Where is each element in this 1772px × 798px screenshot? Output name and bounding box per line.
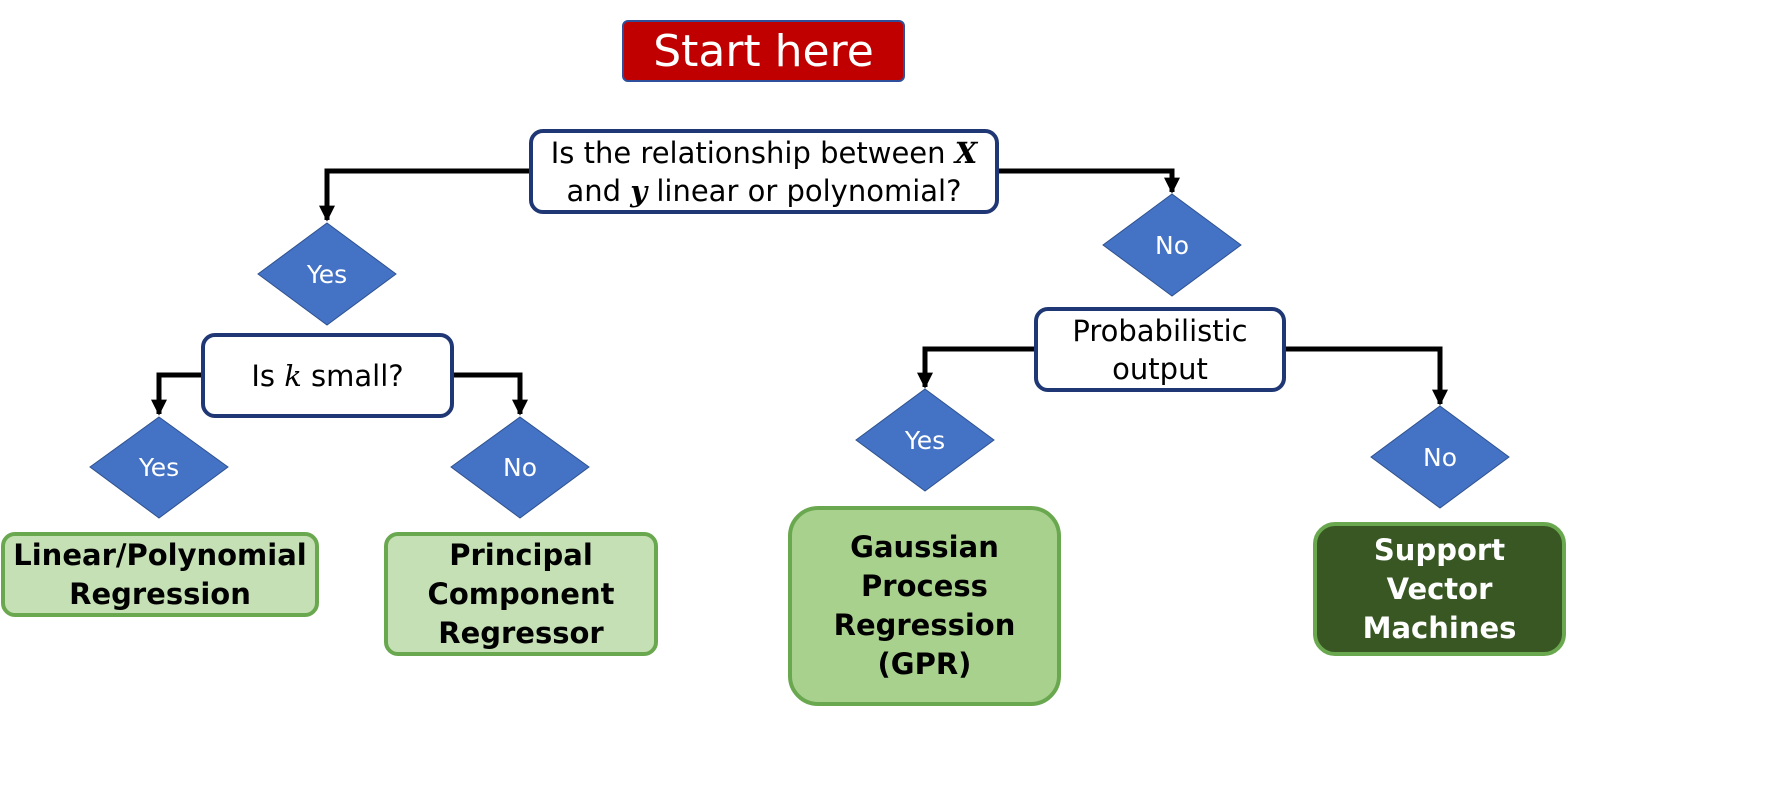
question-text: small? [301,358,404,393]
question-text: Is [251,358,285,393]
diamond-shape [855,388,995,492]
start-here-box: Start here [622,20,905,82]
diamond-shape [1370,405,1510,509]
diamond-shape [89,416,229,519]
outcome-label: Principal Component Regressor [427,537,615,650]
question-k-small-box: Is k small? [201,333,454,418]
decision-label: No [1423,443,1457,472]
question-line-1: Is the relationship between X [551,134,978,172]
outcome-label: Gaussian Process Regression (GPR) [833,530,1016,681]
variable-y: y [630,173,648,208]
variable-x: X [954,135,978,170]
decision-label: Yes [904,426,945,455]
question-k-small-text: Is k small? [251,357,403,395]
question-text: and [566,173,631,208]
decision-prob-no: No [1370,405,1510,509]
diamond-shape [257,222,397,326]
connector-k-yes [150,372,201,416]
variable-k: k [284,358,302,393]
diamond-shape [1102,193,1242,297]
outcome-linear-regression: Linear/Polynomial Regression [1,532,319,617]
connector-prob-yes [916,346,1034,389]
question-probabilistic-box: Probabilistic output [1034,307,1286,392]
question-relationship-text: Is the relationship between X and y line… [551,134,978,210]
decision-label: Yes [138,453,179,482]
outcome-gaussian-process-regression: Gaussian Process Regression (GPR) [788,506,1061,706]
diamond-shape [450,416,590,519]
decision-label: Yes [306,260,347,289]
connector-relationship-no [999,168,1181,194]
connector-relationship-yes [318,168,529,222]
outcome-principal-component-regressor: Principal Component Regressor [384,532,658,656]
question-line-2: and y linear or polynomial? [551,172,978,210]
connector-k-no [454,372,529,416]
decision-k-no: No [450,416,590,519]
decision-prob-yes: Yes [855,388,995,492]
outcome-label: Linear/Polynomial Regression [13,537,307,611]
decision-label: No [1155,231,1189,260]
question-relationship-box: Is the relationship between X and y line… [529,129,999,214]
outcome-support-vector-machines: Support Vector Machines [1313,522,1566,656]
question-probabilistic-text: Probabilistic output [1072,313,1248,386]
connector-prob-no [1286,346,1449,406]
decision-relationship-no: No [1102,193,1242,297]
question-text: Is the relationship between [550,135,955,170]
start-here-label: Start here [653,25,874,77]
decision-label: No [503,453,537,482]
decision-k-yes: Yes [89,416,229,519]
outcome-label: Support Vector Machines [1362,532,1517,645]
question-text: linear or polynomial? [647,173,962,208]
decision-relationship-yes: Yes [257,222,397,326]
